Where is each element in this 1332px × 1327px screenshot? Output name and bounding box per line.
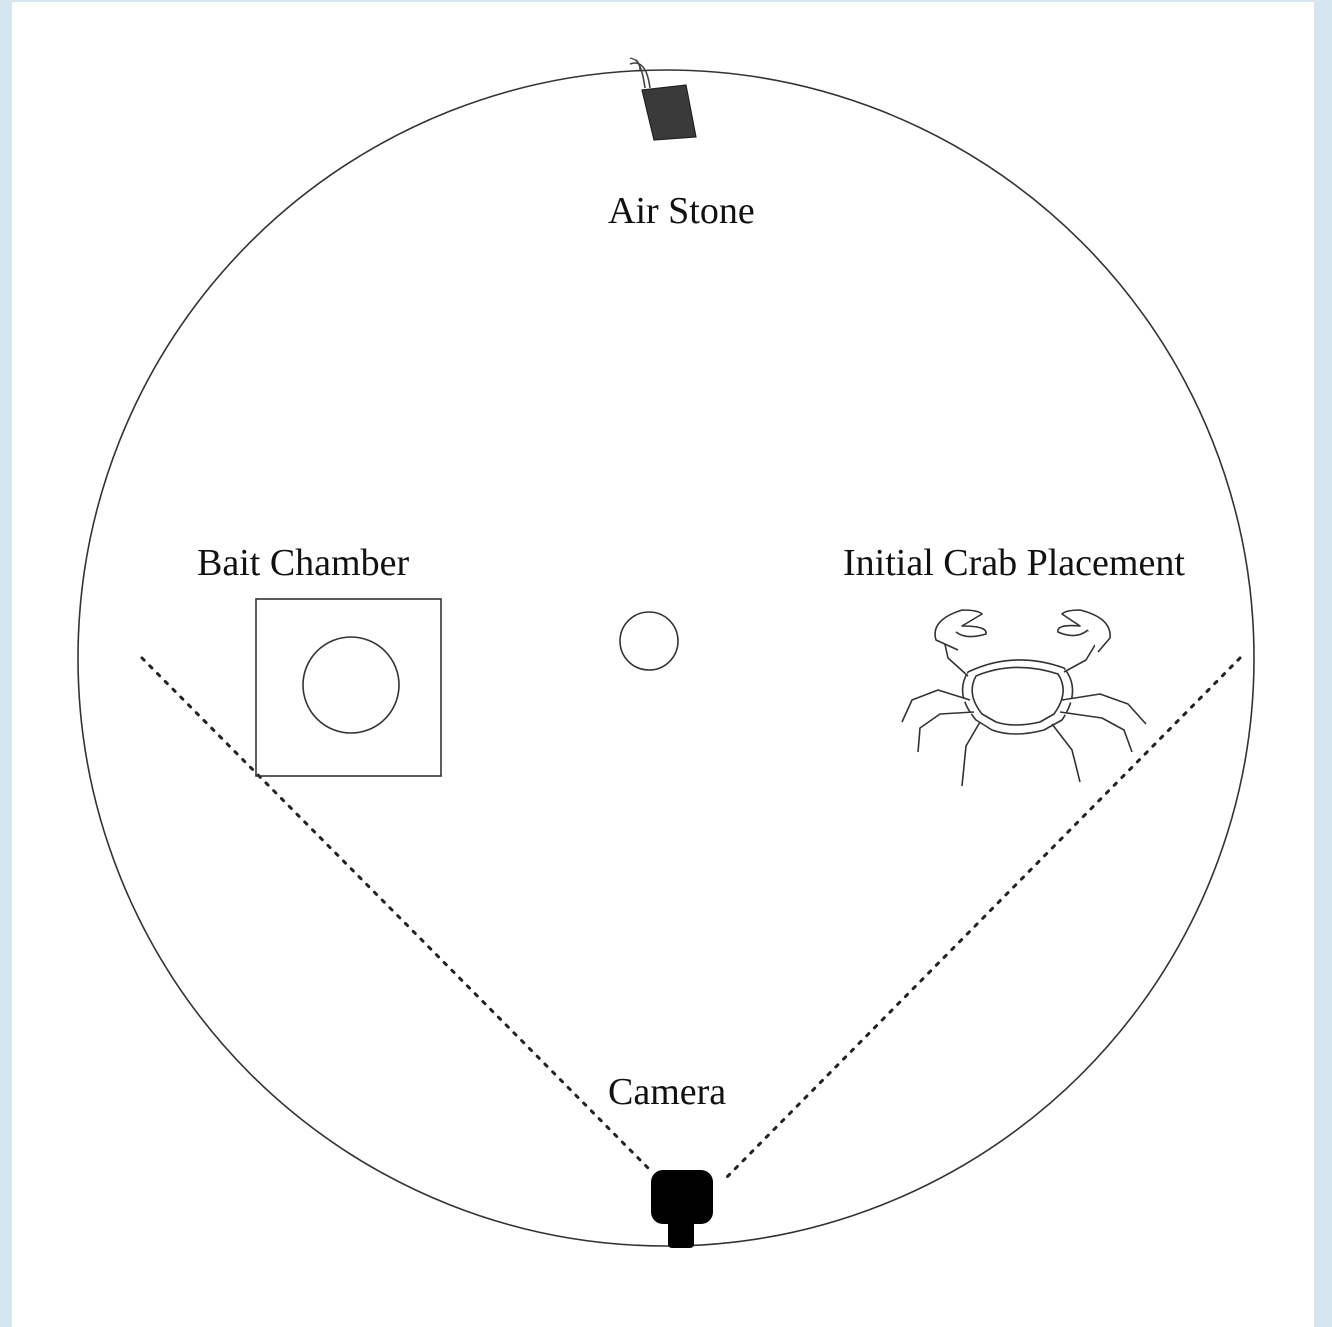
camera-view-line-left [142,658,652,1172]
air-stone-label: Air Stone [608,192,755,230]
bait-chamber-label: Bait Chamber [197,544,409,582]
crab-icon [902,610,1146,786]
initial-crab-placement-label: Initial Crab Placement [843,544,1185,582]
camera-icon [651,1170,713,1248]
camera-view-line-right [726,658,1240,1178]
camera-label: Camera [608,1073,726,1111]
bait-chamber [256,599,441,776]
tank-center-marker [620,612,678,670]
